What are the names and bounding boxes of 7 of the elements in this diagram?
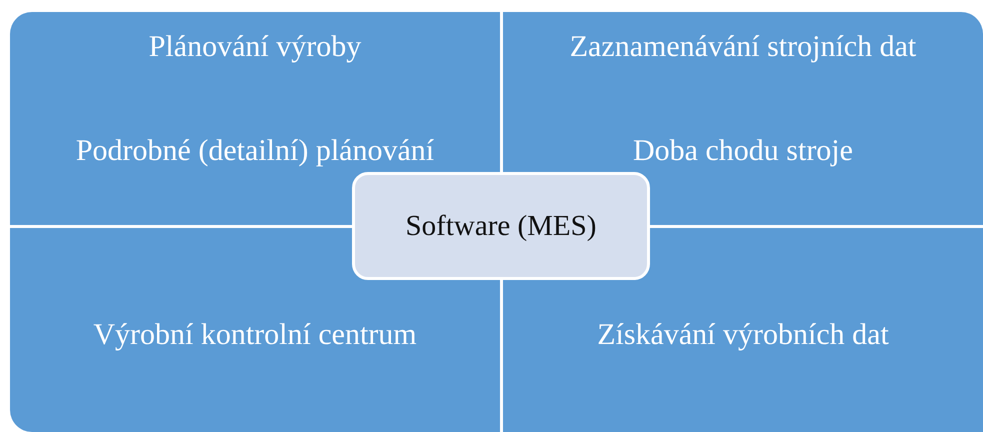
center-box: Software (MES) xyxy=(352,172,650,280)
panel-text: Podrobné (detailní) plánování xyxy=(74,134,436,168)
panel-text: Výrobní kontrolní centrum xyxy=(92,318,418,352)
panel-text: Doba chodu stroje xyxy=(632,134,854,168)
panel-heading: Zaznamenávání strojních dat xyxy=(568,30,918,64)
panel-heading: Plánování výroby xyxy=(148,30,362,64)
panel-text: Získávání výrobních dat xyxy=(596,318,890,352)
